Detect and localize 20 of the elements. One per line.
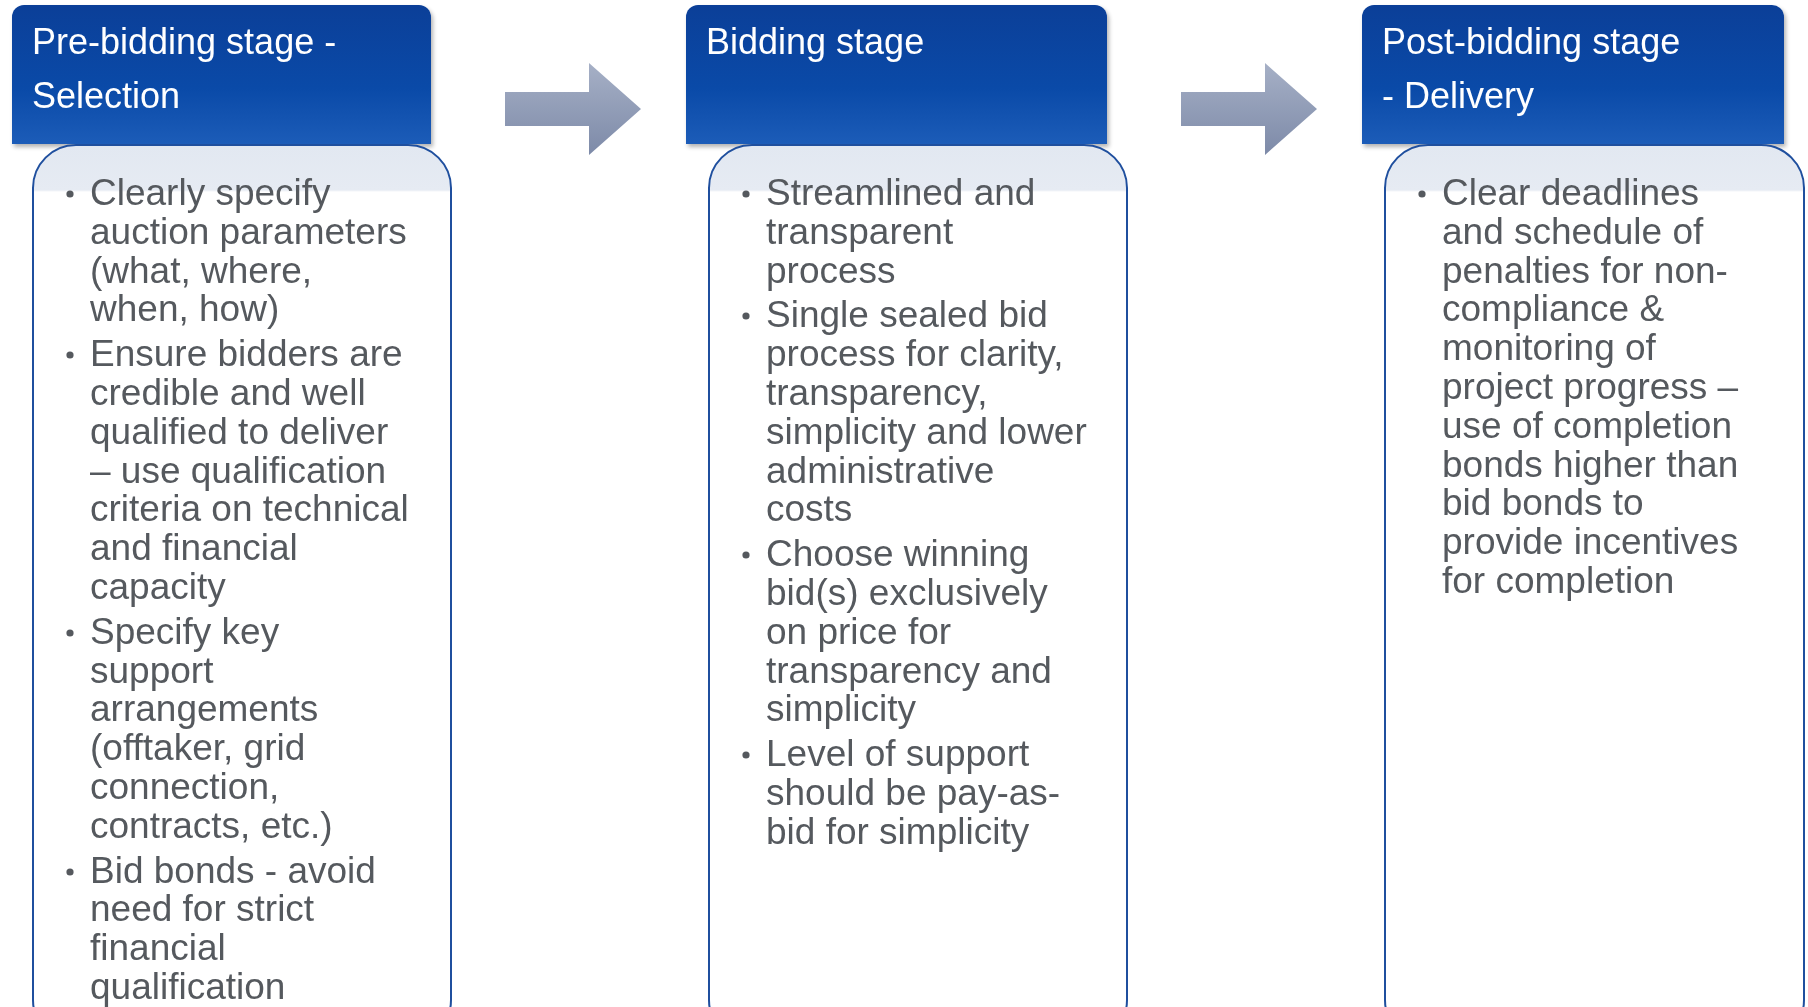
block-arrow bbox=[505, 63, 641, 155]
block-arrow bbox=[1181, 63, 1317, 155]
stage-title: Bidding stage bbox=[706, 20, 926, 64]
bullet-text: Clearly specify auction parameters (what, where, when, how) bbox=[90, 172, 407, 330]
stage-content-card bbox=[708, 144, 1128, 1007]
stage-header-box bbox=[12, 5, 431, 144]
bullet-text: Choose winning bid(s) exclusively on price for transparency and simplicity bbox=[766, 533, 1052, 730]
stage-header-box bbox=[1362, 5, 1784, 144]
bullet-text: Single sealed bid process for clarity, transparency, simplicity and lower administrative costs bbox=[766, 294, 1087, 530]
stage-header-box bbox=[686, 5, 1107, 144]
stage-title: Pre-bidding stage - Selection bbox=[32, 20, 338, 118]
stage-content-card bbox=[1384, 144, 1805, 1007]
bullet-text: Level of support should be pay-as-bid for simplicity bbox=[766, 733, 1061, 852]
bullet-text: Bid bonds - avoid need for strict financial qualification bbox=[90, 849, 376, 1007]
bullet-text: Specify key support arrangements (offtaker, grid connection, contracts, etc.) bbox=[90, 610, 333, 846]
bullet-text: Ensure bidders are credible and well qualified to deliver – use qualification criteria on technical and financial capacity bbox=[90, 333, 409, 607]
stage-content-card bbox=[32, 144, 452, 1007]
bullet-text: Streamlined and transparent process bbox=[766, 172, 1036, 291]
stage-title: Post-bidding stage - Delivery bbox=[1382, 20, 1682, 118]
bullet-text: Clear deadlines and schedule of penalties for non-compliance & monitoring of project progress – use of completion bonds higher than bid bonds to provide incentives for completion bbox=[1442, 172, 1739, 601]
